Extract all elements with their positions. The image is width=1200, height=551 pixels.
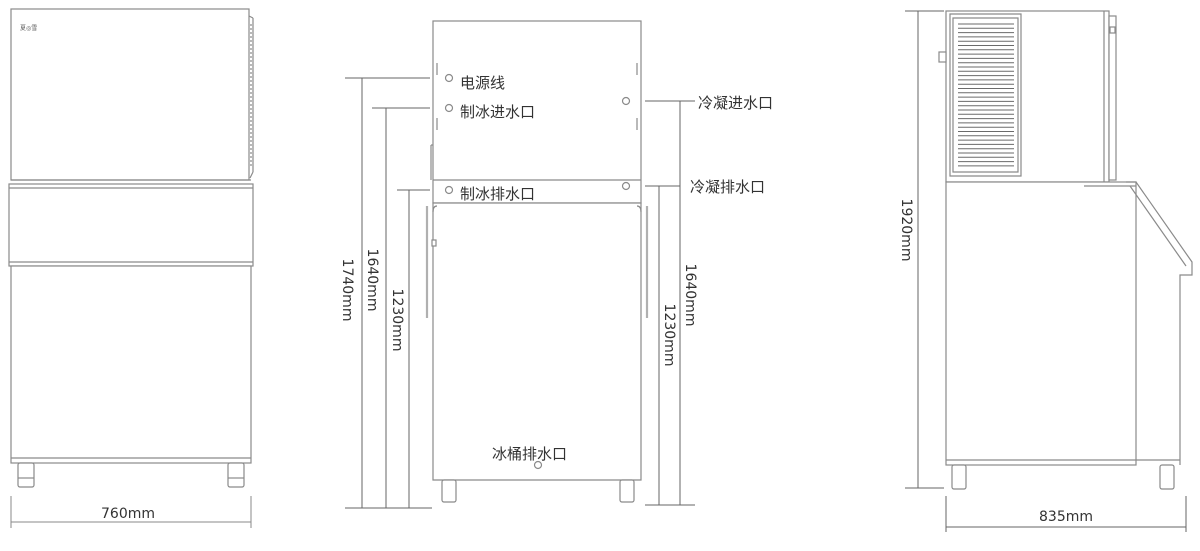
- ice-water-drain-height-label: 1230mm: [389, 289, 405, 352]
- back-side-rails: [425, 206, 649, 318]
- side-bin-body: [945, 181, 1193, 466]
- front-bin-body: [10, 265, 252, 464]
- front-width-dimension: [10, 496, 252, 528]
- power-cord-height-label: 1740mm: [339, 259, 355, 322]
- condenser-water-drain-height-label: 1230mm: [661, 304, 677, 367]
- side-height-label: 1920mm: [898, 199, 914, 262]
- back-ice-maker-head: [430, 20, 642, 204]
- power-cord-label: 电源线: [460, 74, 505, 92]
- condenser-water-drain-port: [621, 181, 631, 191]
- back-port-circles: [444, 73, 631, 470]
- ice-water-inlet-port: [444, 103, 454, 113]
- side-view: [905, 10, 1193, 532]
- ice-water-drain-port: [444, 185, 454, 195]
- brand-logo: 夏◎雪: [20, 25, 37, 32]
- side-depth-label: 835mm: [1039, 509, 1093, 525]
- condenser-water-inlet-port: [621, 96, 631, 106]
- bin-drain-label: 冰桶排水口: [492, 445, 567, 463]
- back-view: [345, 20, 695, 509]
- ice-water-drain-label: 制冰排水口: [460, 185, 535, 203]
- bin-drain-port: [533, 460, 543, 470]
- condenser-water-inlet-height-label: 1640mm: [682, 264, 698, 327]
- power-cord-port: [444, 73, 454, 83]
- condenser-water-inlet-label: 冷凝进水口: [698, 94, 773, 112]
- ice-water-inlet-height-label: 1640mm: [364, 249, 380, 312]
- back-feet: [441, 479, 635, 503]
- ice-water-inlet-label: 制冰进水口: [460, 103, 535, 121]
- front-width-label: 760mm: [101, 506, 155, 522]
- side-depth-dimension: [945, 496, 1187, 532]
- right-height-dimensions: [645, 100, 695, 506]
- side-feet: [951, 464, 1175, 490]
- front-bin-top: [8, 179, 254, 267]
- side-condenser-grille: [949, 13, 1022, 177]
- condenser-water-drain-label: 冷凝排水口: [690, 178, 765, 196]
- front-view: 夏◎雪: [8, 8, 254, 528]
- side-height-dimension: [905, 10, 944, 489]
- front-feet: [17, 462, 245, 488]
- left-height-dimensions: [345, 77, 432, 509]
- grille-slats: [958, 23, 1014, 167]
- back-bin-body: [431, 202, 642, 481]
- front-ice-maker-head: [10, 8, 254, 181]
